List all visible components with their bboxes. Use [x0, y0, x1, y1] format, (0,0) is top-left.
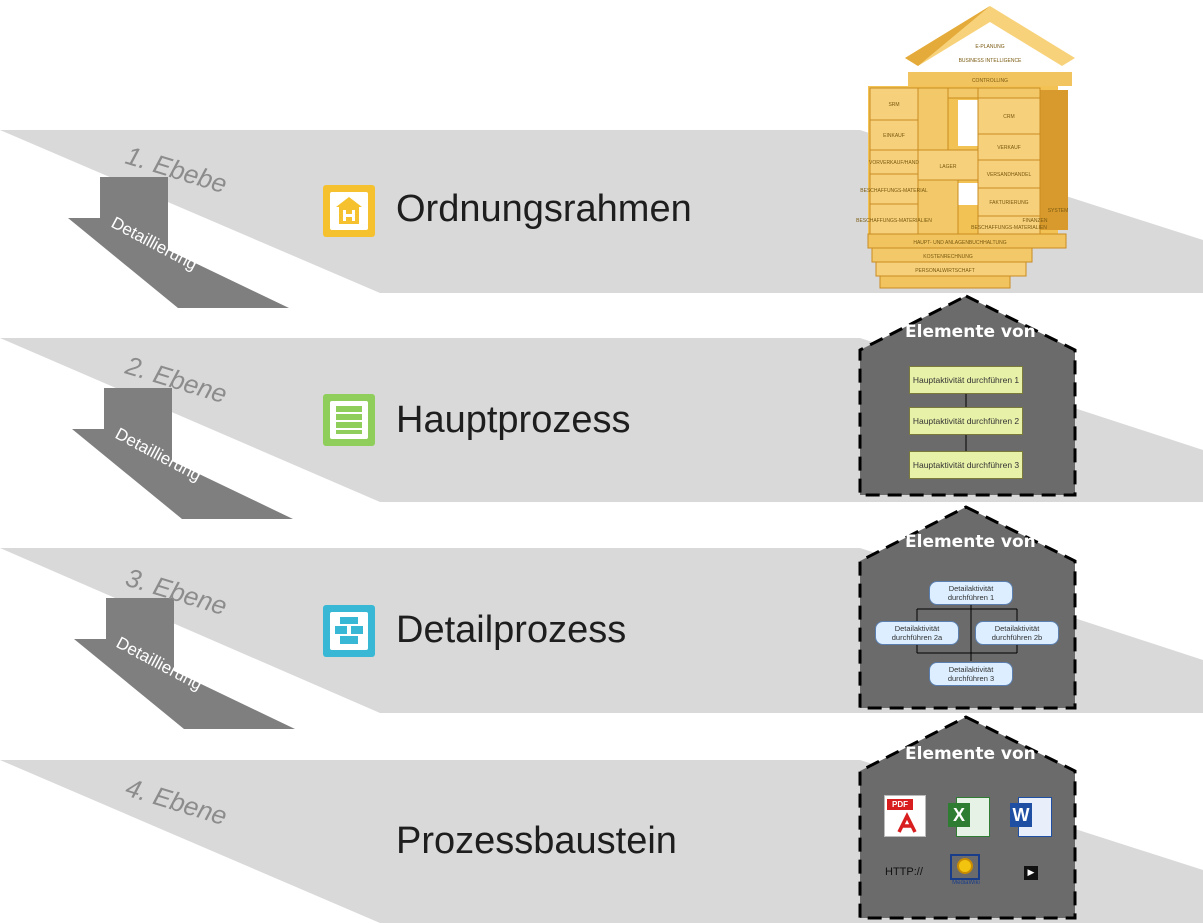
ordnungsrahmen-house: E-PLANUNG BUSINESS INTELLIGENCE CONTROLL… [856, 6, 1075, 289]
detaillierung-arrow-1 [68, 177, 289, 308]
detailprozess-step-1: Detailaktivität durchführen 1 [929, 581, 1013, 605]
elements-title-3: Elemente von [905, 744, 1036, 764]
house-side-label-1: FINANZEN [1023, 218, 1048, 224]
house-base-label-3: PERSONALWIRTSCHAFT [915, 268, 975, 274]
hauptprozess-step-1: Hauptaktivität durchführen 1 [909, 366, 1023, 394]
house-right-label-4: FAKTURIERUNG [989, 200, 1028, 206]
title-prozessbaustein: Prozessbaustein [396, 820, 677, 862]
mediawiki-icon: MediaWiki [946, 852, 986, 890]
house-roof-label-1: E-PLANUNG [975, 44, 1004, 50]
detaillierung-arrow-2 [72, 388, 293, 519]
video-play-icon: ▶ [1024, 866, 1038, 880]
house-center-label: LAGER [940, 164, 957, 170]
elements-house-3 [858, 505, 1077, 710]
pdf-file-icon: PDF [884, 795, 926, 837]
house-right-label-1: CRM [1003, 114, 1014, 120]
house-right-label-5: BESCHAFFUNGS-MATERIALIEN [971, 225, 1047, 231]
http-link-icon: HTTP:// [885, 866, 923, 878]
word-file-icon: W [1008, 795, 1052, 837]
detailprozess-step-2a: Detailaktivität durchführen 2a [875, 621, 959, 645]
process-list-icon [323, 394, 375, 446]
house-roof-label-3: CONTROLLING [972, 78, 1008, 84]
house-right-label-3: VERSANDHANDEL [987, 172, 1032, 178]
house-left-label-5: BESCHAFFUNGS-MATERIALIEN [856, 218, 932, 224]
hauptprozess-step-2: Hauptaktivität durchführen 2 [909, 407, 1023, 435]
house-left-label-1: SRM [888, 102, 899, 108]
detail-blocks-icon [323, 605, 375, 657]
title-ordnungsrahmen: Ordnungsrahmen [396, 188, 692, 230]
house-left-label-3: VORVERKAUF/HAND [869, 160, 919, 166]
title-hauptprozess: Hauptprozess [396, 399, 631, 441]
house-right-label-2: VERKAUF [997, 145, 1021, 151]
hauptprozess-step-3: Hauptaktivität durchführen 3 [909, 451, 1023, 479]
house-roof-label-2: BUSINESS INTELLIGENCE [959, 58, 1022, 64]
house-left-label-4: BESCHAFFUNGS-MATERIAL [860, 188, 928, 194]
elements-title-1: Elemente von [905, 322, 1036, 342]
house-side-label-2: SYSTEM [1048, 208, 1069, 214]
excel-file-icon: X [946, 795, 990, 837]
house-left-label-2: EINKAUF [883, 133, 905, 139]
detailprozess-step-3: Detailaktivität durchführen 3 [929, 662, 1013, 686]
elements-title-2: Elemente von [905, 532, 1036, 552]
detaillierung-arrow-3 [74, 598, 295, 729]
detailprozess-step-2b: Detailaktivität durchführen 2b [975, 621, 1059, 645]
title-detailprozess: Detailprozess [396, 609, 627, 651]
house-base-label-1: HAUPT- UND ANLAGENBUCHHALTUNG [913, 240, 1006, 246]
house-frame-icon [323, 185, 375, 237]
house-base-label-2: KOSTENRECHNUNG [923, 254, 973, 260]
